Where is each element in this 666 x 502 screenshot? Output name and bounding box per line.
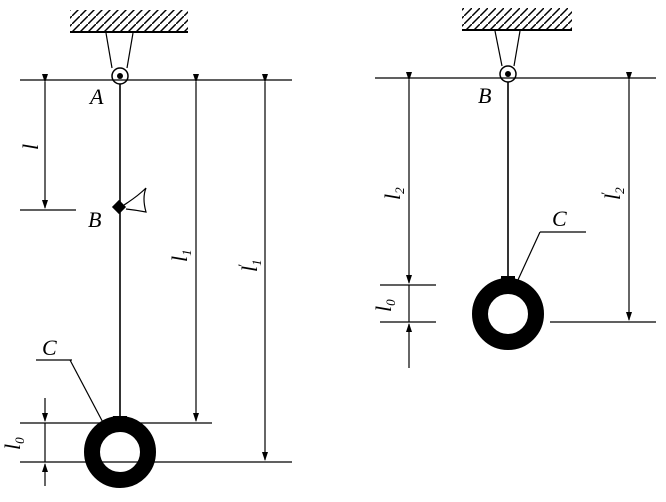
left-label-b: B [88, 207, 101, 232]
left-dim-l1-prime-label: l1′ [235, 259, 264, 272]
left-dim-l-label: l [18, 144, 43, 150]
left-support [105, 32, 134, 69]
right-pivot-b-center [505, 71, 511, 77]
left-label-a: A [88, 84, 104, 109]
right-pendulum: B C l2 l2′ l0 [371, 8, 656, 368]
left-ceiling-hatch [70, 10, 188, 32]
left-label-c: C [42, 335, 57, 360]
left-ring [84, 416, 156, 488]
left-point-b [111, 199, 127, 215]
left-dim-l0-label: l0 [0, 437, 27, 450]
right-label-c: C [552, 206, 567, 231]
right-support [494, 30, 521, 67]
left-pivot-a-center [117, 73, 123, 79]
right-dim-l0-label: l0 [371, 299, 398, 312]
right-dim-l2-prime-label: l2′ [598, 187, 627, 200]
right-ceiling-hatch [462, 8, 572, 30]
right-c-leader [516, 231, 541, 283]
left-pendulum: A B C l l1 l1′ l0 [0, 10, 292, 488]
right-ring [472, 278, 544, 350]
right-dim-l2-label: l2 [380, 187, 407, 200]
left-c-leader [69, 359, 109, 433]
right-label-b: B [478, 83, 491, 108]
left-dim-l1-label: l1 [167, 249, 194, 262]
left-point-b-flag [123, 187, 147, 213]
